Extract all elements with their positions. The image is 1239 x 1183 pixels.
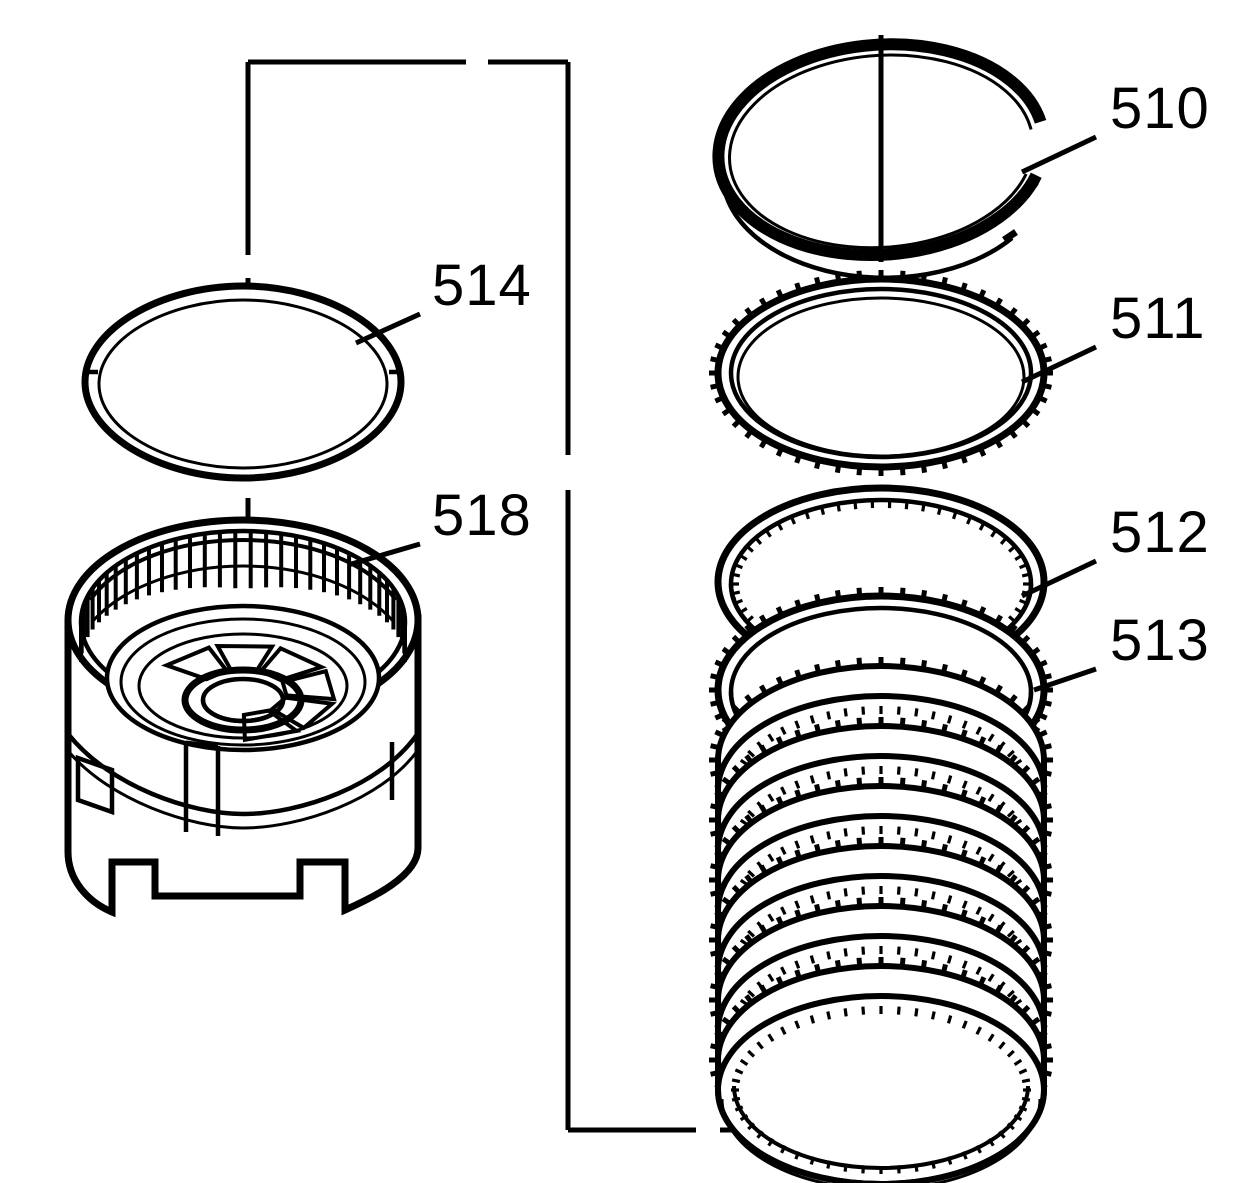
leader-line-513: [1033, 666, 1097, 693]
reference-label-513: 513: [1110, 608, 1210, 673]
part-511-pressure-plate: [709, 270, 1053, 476]
leader-line-512: [1020, 558, 1098, 599]
leader-line-518: [347, 541, 421, 568]
reference-leaders: [347, 134, 1098, 693]
part-514-retaining-ring: [81, 282, 405, 482]
reference-label-518: 518: [432, 483, 532, 548]
part-518-clutch-drum: [64, 516, 422, 918]
reference-label-514: 514: [432, 253, 532, 318]
reference-label-511: 511: [1110, 286, 1205, 351]
leader-line-514: [354, 311, 422, 346]
part-510-snap-ring: [712, 38, 1047, 281]
stack-plate: [715, 993, 1047, 1183]
reference-label-510: 510: [1110, 76, 1210, 141]
leader-line-510: [1020, 134, 1098, 175]
leader-line-511: [1020, 344, 1098, 385]
clutch-plate-stack: [709, 657, 1053, 1183]
reference-label-512: 512: [1110, 500, 1210, 565]
